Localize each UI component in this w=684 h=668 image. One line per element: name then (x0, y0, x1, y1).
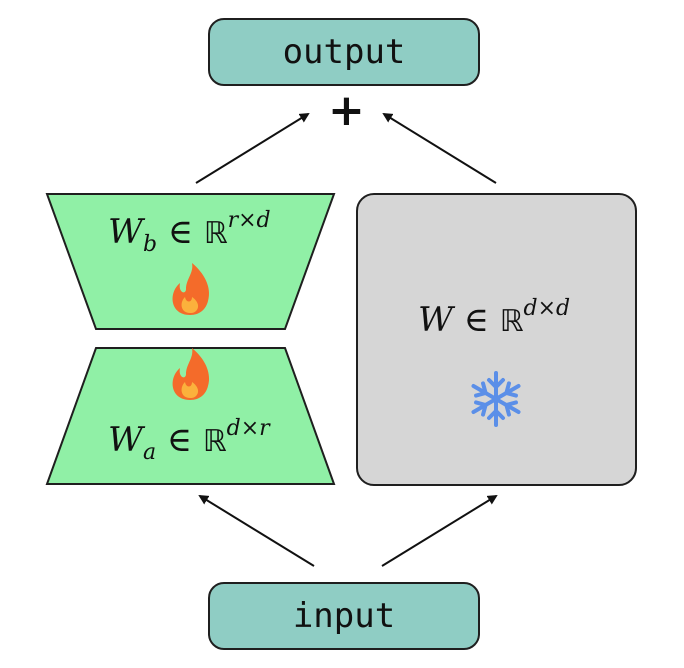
real-set-symbol: ℝ (499, 304, 524, 339)
arrow-input-to-lora (198, 494, 315, 567)
lora-a-weight-label: Wa ∈ ℝd×r (108, 416, 270, 465)
lora-b-trapezoid (45, 193, 336, 330)
lora-a-trapezoid (45, 347, 336, 485)
frozen-weight-label: W ∈ ℝd×d (418, 296, 571, 341)
real-set-symbol: ℝ (202, 424, 227, 459)
arrow-lora-to-sum (195, 112, 310, 184)
fire-icon (172, 348, 210, 400)
real-set-symbol: ℝ (203, 216, 228, 251)
dimension-exponent: d×d (523, 296, 571, 321)
output-box: output (208, 18, 480, 86)
dimension-exponent: r×d (227, 208, 271, 233)
sum-symbol: + (328, 85, 365, 136)
arrow-frozen-to-sum (382, 112, 497, 184)
frozen-weight-box (356, 193, 637, 486)
input-box: input (208, 582, 480, 650)
weight-symbol: W (418, 300, 453, 340)
fire-icon (172, 263, 210, 315)
weight-subscript: b (142, 232, 158, 257)
output-label: output (282, 32, 406, 72)
input-label: input (292, 596, 396, 636)
lora-b-weight-label: Wb ∈ ℝr×d (108, 208, 271, 257)
arrow-input-to-frozen (381, 494, 498, 567)
weight-symbol: W (108, 212, 143, 252)
dimension-exponent: d×r (226, 416, 270, 441)
weight-subscript: a (142, 440, 157, 465)
weight-symbol: W (108, 420, 143, 460)
